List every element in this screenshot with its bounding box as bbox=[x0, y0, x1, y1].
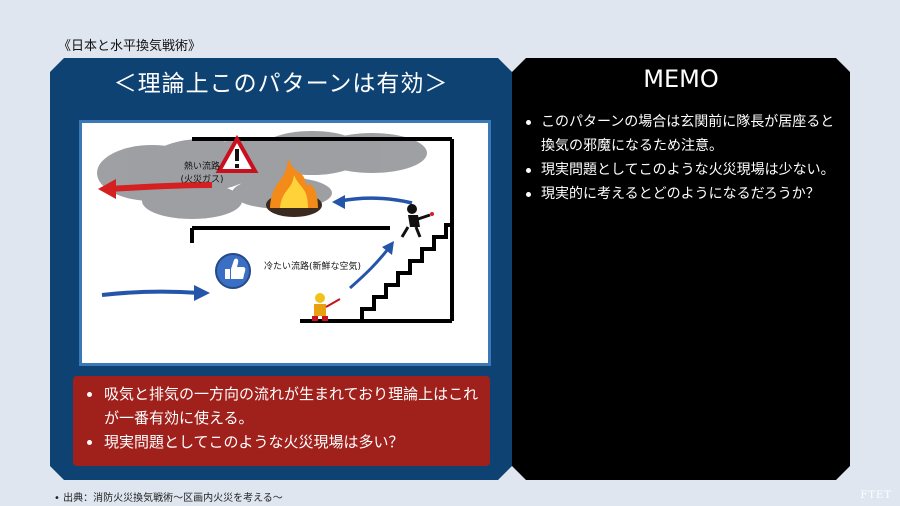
fire-icon bbox=[266, 158, 322, 217]
memo-heading: MEMO bbox=[643, 65, 719, 93]
summary-item: 現実問題としてこのような火災現場は多い？ bbox=[73, 430, 490, 454]
thumbs-up-icon bbox=[215, 253, 251, 289]
left-panel: ＜理論上このパターンは有効＞ bbox=[50, 58, 512, 480]
memo-panel: MEMO このパターンの場合は玄関前に隊長が居座ると換気の邪魔になるため注意。 … bbox=[512, 58, 850, 480]
watermark: FTET bbox=[860, 490, 892, 501]
memo-item: このパターンの場合は玄関前に隊長が居座ると換気の邪魔になるため注意。 bbox=[516, 110, 836, 158]
firefighter-icon bbox=[400, 204, 434, 238]
memo-item: 現実的に考えるとどのようになるだろうか？ bbox=[516, 182, 836, 206]
inflow-arrow-upper bbox=[332, 195, 413, 209]
warning-icon bbox=[215, 134, 259, 173]
page-title: 《日本と水平換気戦術》 bbox=[58, 39, 202, 54]
memo-list: このパターンの場合は玄関前に隊長が居座ると換気の邪魔になるため注意。 現実問題と… bbox=[516, 110, 836, 206]
hot-flow-arrow bbox=[98, 179, 213, 199]
memo-item: 現実問題としてこのような火災現場は少ない。 bbox=[516, 158, 836, 182]
hot-flow-label-line1: 熱い流路 bbox=[183, 162, 220, 172]
summary-list: 吸気と排気の一方向の流れが生まれており理論上はこれが一番有効に使える。 現実問題… bbox=[73, 376, 490, 454]
cold-flow-label: 冷たい流路(新鮮な空気) bbox=[264, 262, 362, 272]
staircase bbox=[350, 223, 452, 323]
summary-box: 吸気と排気の一方向の流れが生まれており理論上はこれが一番有効に使える。 現実問題… bbox=[73, 376, 490, 466]
source-note: • 出典：消防火災換気戦術〜区画内火災を考える〜 bbox=[54, 493, 283, 504]
ventilation-diagram-svg bbox=[97, 131, 454, 323]
inflow-arrow-stairs bbox=[349, 241, 394, 290]
crawling-firefighter-icon bbox=[312, 293, 341, 321]
hot-flow-label: 熱い流路 (火災ガス) bbox=[170, 159, 234, 185]
left-heading: ＜理論上このパターンは有効＞ bbox=[113, 71, 449, 97]
hot-flow-label-line2: (火災ガス) bbox=[180, 175, 224, 185]
summary-item: 吸気と排気の一方向の流れが生まれており理論上はこれが一番有効に使える。 bbox=[73, 382, 490, 430]
source-text: 出典：消防火災換気戦術〜区画内火災を考える〜 bbox=[63, 493, 283, 504]
inflow-arrow-lower bbox=[101, 285, 210, 301]
ventilation-diagram: 熱い流路 (火災ガス) 冷たい流路(新鮮な空気) bbox=[79, 120, 491, 366]
smoke-cloud bbox=[97, 131, 427, 219]
